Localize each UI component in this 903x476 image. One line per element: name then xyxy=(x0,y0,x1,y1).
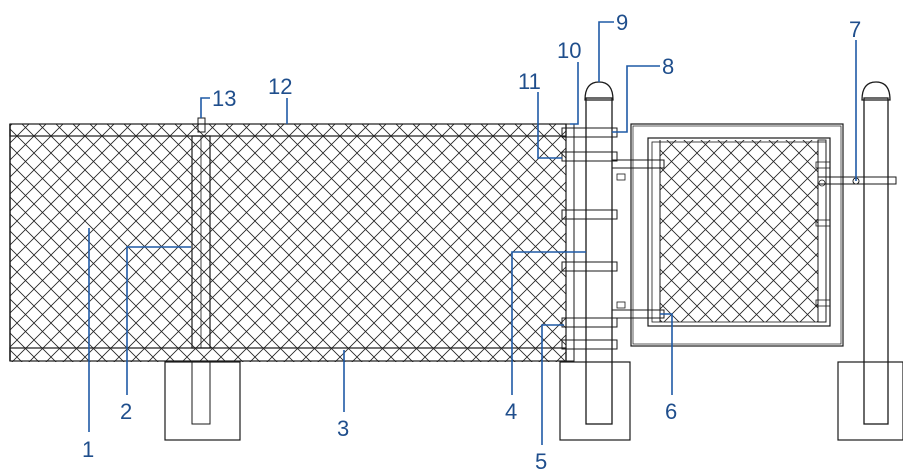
chain-link-mesh xyxy=(10,124,566,362)
callout-13: 13 xyxy=(212,86,236,111)
leader-11 xyxy=(537,92,562,159)
tension-bar xyxy=(565,123,575,362)
callout-4: 4 xyxy=(505,399,517,424)
leader-9 xyxy=(598,21,614,82)
band-5 xyxy=(561,317,618,328)
line-post-footing xyxy=(164,361,241,441)
gate-post-pipe xyxy=(585,97,613,425)
latch-post-pipe xyxy=(863,97,889,425)
callout-11: 11 xyxy=(518,69,541,94)
callout-1: 1 xyxy=(82,437,94,462)
gate-post xyxy=(559,81,631,441)
leader-4 xyxy=(511,251,586,395)
gate-leaf-frame xyxy=(647,137,831,327)
callout-5: 5 xyxy=(535,449,547,474)
latch-post-cap xyxy=(861,81,891,101)
dome-cap xyxy=(584,81,614,101)
band-2 xyxy=(561,151,618,162)
leader-8 xyxy=(612,65,660,133)
latch-post xyxy=(817,81,903,441)
lower-hinge xyxy=(611,309,665,319)
band-4 xyxy=(561,261,618,272)
band-6 xyxy=(561,339,618,350)
band-3 xyxy=(561,209,618,220)
callout-12: 12 xyxy=(268,74,292,99)
upper-hinge xyxy=(611,159,665,169)
callout-6: 6 xyxy=(665,399,677,424)
callout-2: 2 xyxy=(120,399,132,424)
band-top xyxy=(561,127,618,138)
leader-13 xyxy=(200,97,210,118)
callout-10: 10 xyxy=(557,38,581,63)
leader-6 xyxy=(660,313,673,395)
callout-8: 8 xyxy=(662,54,674,79)
fence-panel xyxy=(9,117,567,362)
leader-2 xyxy=(126,246,191,395)
leader-lines xyxy=(88,21,857,445)
callout-labels: 1 2 3 4 5 6 7 8 9 10 11 12 13 xyxy=(82,10,861,474)
callout-7: 7 xyxy=(849,17,861,42)
leader-10 xyxy=(570,62,579,125)
callout-9: 9 xyxy=(616,10,628,35)
leader-5 xyxy=(541,324,564,445)
callout-3: 3 xyxy=(337,416,349,441)
gate xyxy=(611,123,897,347)
gate-outer-frame xyxy=(630,123,844,347)
gate-mesh xyxy=(660,140,818,322)
